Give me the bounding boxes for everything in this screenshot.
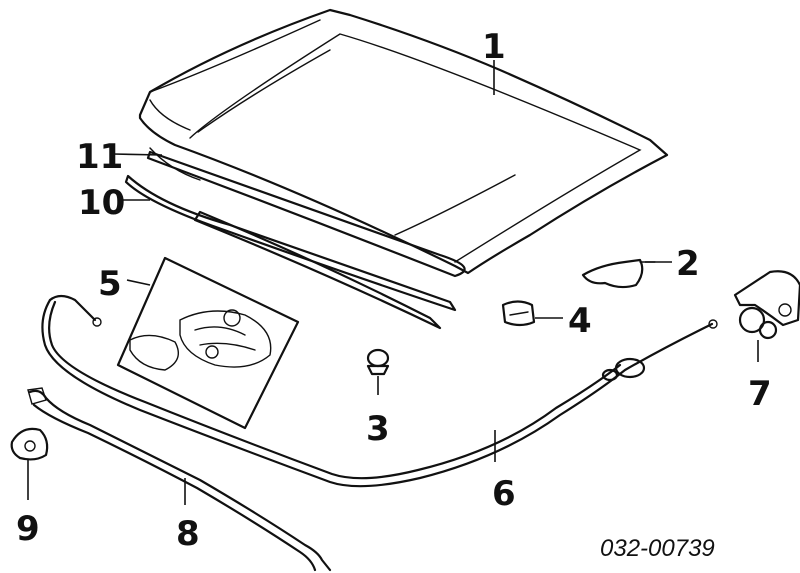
- callout-3: 3: [366, 409, 390, 449]
- hood-rod-holder: [10, 427, 49, 461]
- hood-seal-upper: [146, 147, 466, 278]
- hood-insulator: [116, 256, 300, 430]
- callout-6: 6: [492, 474, 516, 514]
- callout-2: 2: [676, 244, 700, 284]
- callout-7: 7: [748, 374, 772, 414]
- hood-seal-lower: [124, 174, 457, 330]
- callout-1: 1: [482, 27, 506, 67]
- hood-latch-lock: [733, 270, 800, 340]
- hood-panel: [138, 8, 669, 275]
- hood-latch-bracket: [581, 258, 656, 289]
- callout-9: 9: [16, 509, 40, 549]
- callout-4: 4: [568, 301, 592, 341]
- hood-support-rod: [27, 387, 332, 572]
- leader-lines: [27, 60, 759, 505]
- hood-stopper: [501, 300, 536, 327]
- diagram-code: 032-00739: [600, 535, 715, 562]
- callout-8: 8: [176, 514, 200, 554]
- callout-10: 10: [78, 183, 125, 223]
- callout-5: 5: [98, 264, 122, 304]
- hood-clip: [366, 348, 390, 376]
- callout-11: 11: [76, 137, 123, 177]
- hood-release-cable: [41, 294, 718, 488]
